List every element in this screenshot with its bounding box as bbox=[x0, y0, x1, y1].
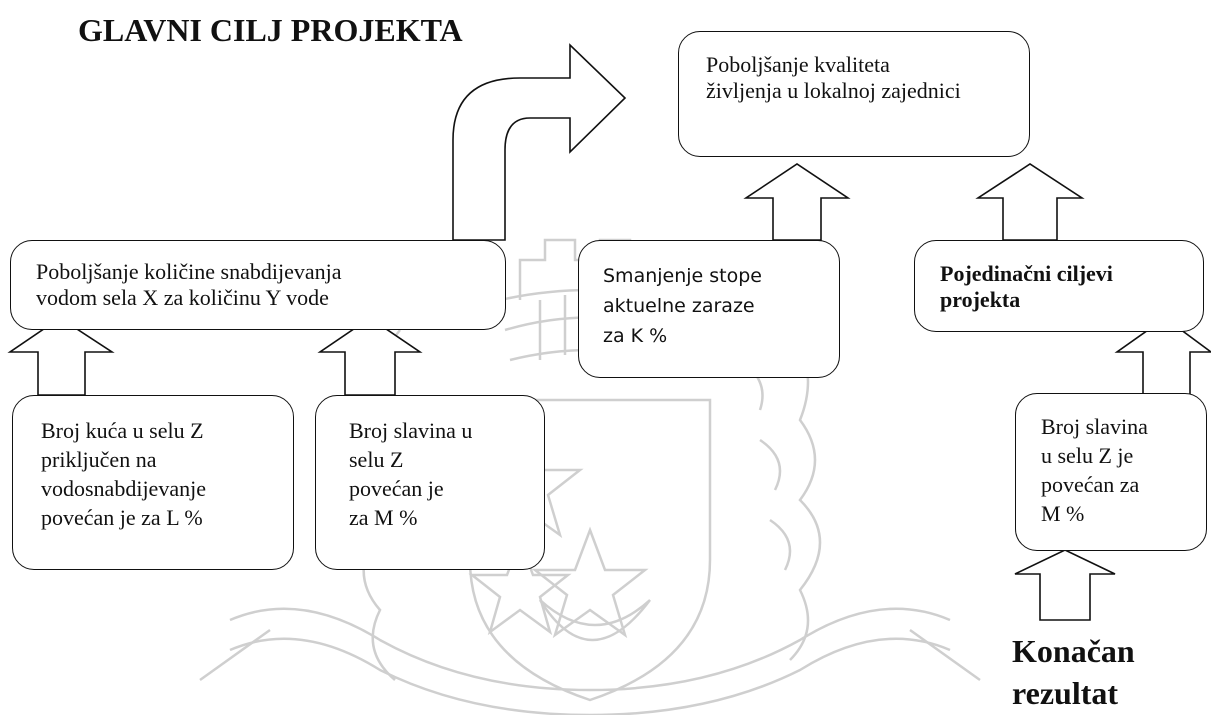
up-arrow-goal-right bbox=[975, 163, 1085, 241]
goal-box-text: Poboljšanje kvaliteta življenja u lokaln… bbox=[706, 52, 961, 103]
indicator-taps-box: Broj slavina u selu Z povećan je za M % bbox=[315, 395, 545, 570]
objective-infection-text: Smanjenje stope aktuelne zaraze za K % bbox=[603, 265, 762, 347]
diagram-title: GLAVNI CILJ PROJEKTA bbox=[78, 12, 463, 48]
curved-arrow-to-goal bbox=[452, 43, 627, 241]
objective-water-box: Poboljšanje količine snabdijevanja vodom… bbox=[10, 240, 506, 330]
specific-objectives-text: Pojedinačni ciljevi projekta bbox=[940, 261, 1113, 312]
indicator-taps-text: Broj slavina u selu Z povećan je za M % bbox=[349, 418, 473, 530]
objective-water-text: Poboljšanje količine snabdijevanja vodom… bbox=[36, 259, 342, 310]
up-arrow-final-result bbox=[1014, 549, 1116, 621]
up-arrow-goal-left bbox=[743, 163, 851, 241]
indicator-houses-box: Broj kuća u selu Z priključen na vodosna… bbox=[12, 395, 294, 570]
up-arrow-taps bbox=[317, 317, 423, 396]
up-arrow-right-indicator bbox=[1114, 317, 1211, 396]
specific-objectives-box: Pojedinačni ciljevi projekta bbox=[914, 240, 1204, 332]
objective-infection-box: Smanjenje stope aktuelne zaraze za K % bbox=[578, 240, 840, 378]
goal-box: Poboljšanje kvaliteta življenja u lokaln… bbox=[678, 31, 1030, 157]
final-result-label: Konačan rezultat bbox=[1012, 633, 1135, 711]
indicator-taps-right-box: Broj slavina u selu Z je povećan za M % bbox=[1015, 393, 1207, 551]
indicator-taps-right-text: Broj slavina u selu Z je povećan za M % bbox=[1041, 414, 1148, 526]
indicator-houses-text: Broj kuća u selu Z priključen na vodosna… bbox=[41, 418, 206, 530]
up-arrow-houses bbox=[7, 317, 115, 396]
